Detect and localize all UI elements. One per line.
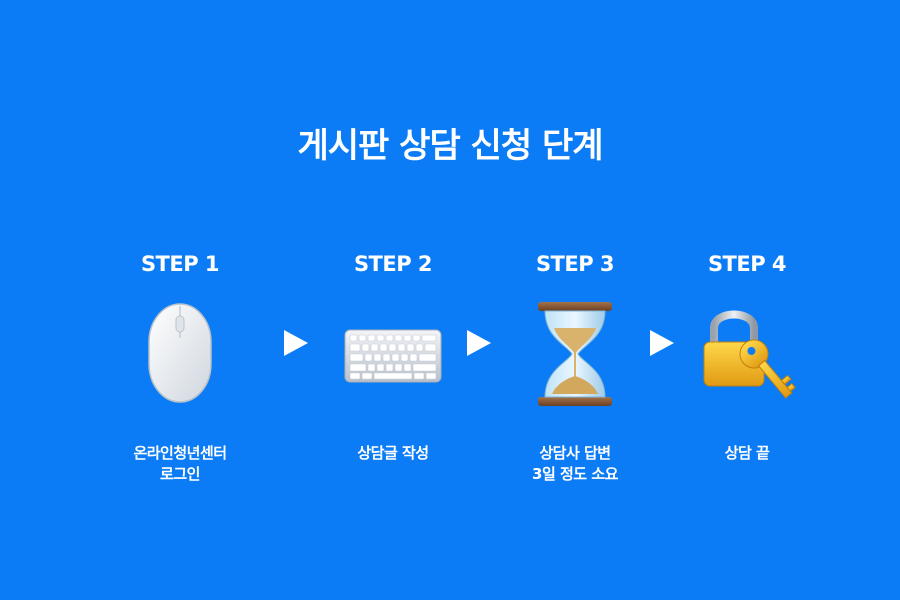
step-1-caption-line-2: 로그인	[160, 465, 200, 483]
step-3-label: STEP 3	[535, 252, 615, 276]
step-3-caption-line-1: 상담사 답변	[539, 444, 611, 462]
arrow-1-icon	[284, 330, 308, 356]
step-1-caption-line-1: 온라인청년센터	[133, 444, 227, 462]
arrow-2-icon	[467, 330, 491, 356]
step-2-icon-box	[308, 298, 478, 418]
step-4-label: STEP 4	[707, 252, 787, 276]
step-2-caption-line-1: 상담글 작성	[357, 444, 429, 462]
keyboard-icon	[344, 329, 442, 383]
step-3-icon-box	[490, 298, 660, 418]
step-4-caption: 상담 끝	[662, 443, 832, 464]
step-4-caption-line-1: 상담 끝	[724, 444, 770, 462]
step-2-caption: 상담글 작성	[308, 443, 478, 464]
lock-key-icon	[703, 310, 796, 399]
mouse-icon	[148, 303, 212, 403]
hourglass-icon	[538, 302, 612, 406]
step-1-label: STEP 1	[140, 252, 220, 276]
page-title: 게시판 상담 신청 단계	[297, 126, 603, 166]
arrow-3-icon	[650, 330, 674, 356]
step-3-caption: 상담사 답변 3일 정도 소요	[490, 443, 660, 485]
step-1-icon-box	[95, 298, 265, 418]
step-3-caption-line-2: 3일 정도 소요	[532, 465, 618, 483]
step-4-icon-box	[662, 298, 832, 418]
step-1-caption: 온라인청년센터 로그인	[95, 443, 265, 485]
step-2-label: STEP 2	[353, 252, 433, 276]
